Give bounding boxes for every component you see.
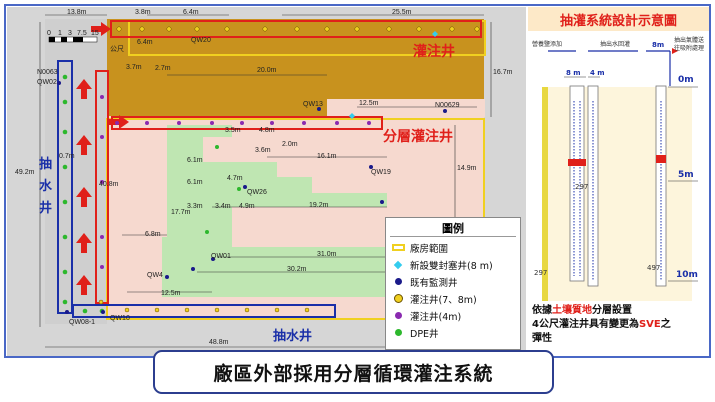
navy-dot-icon <box>394 278 402 285</box>
width-label: 8m <box>652 41 665 49</box>
scale-tick: 0 <box>47 30 51 37</box>
well-number: 497 <box>647 264 661 272</box>
dimension-label: 48.8m <box>209 339 229 346</box>
site-plan-drawing <box>39 14 492 348</box>
dimension-label: 12.5m <box>359 100 379 107</box>
dimension-label: 14.9m <box>457 165 477 172</box>
dimension-label: 3.5m <box>225 127 241 134</box>
well-id: N0063 <box>37 69 58 76</box>
well-id: QW4 <box>147 272 163 279</box>
scale-tick: 3 <box>68 30 72 37</box>
diamond-icon <box>393 260 403 269</box>
injection-wells-yellow <box>98 26 480 313</box>
page-caption: 廠區外部採用分層循環灌注系統 <box>153 350 554 394</box>
legend-title: 圖例 <box>390 220 516 237</box>
dimension-label: 6.4m <box>183 9 199 16</box>
well-section-drawing <box>542 48 698 301</box>
well-id: QW26 <box>247 189 267 196</box>
depth-label-10: 10m <box>676 270 698 280</box>
dimension-label: 12.5m <box>161 290 181 297</box>
well-id: QW13 <box>303 101 323 108</box>
dimension-label: 40.8m <box>99 181 119 188</box>
extraction-wells-label-2: 水 <box>39 179 53 194</box>
dimension-label: 4.8m <box>259 127 275 134</box>
factory-outline-swatch <box>391 244 405 251</box>
dimension-label: 3.8m <box>135 9 151 16</box>
label-gas-treatment: 抽出氣體送 往吸附處理 <box>674 37 705 52</box>
dimension-label: 6.4m <box>137 39 153 46</box>
legend-item-dpe-well: DPE井 <box>390 324 516 341</box>
width-label: 8 m <box>566 69 581 77</box>
purple-dot-icon <box>394 312 402 319</box>
dimension-label: 16.1m <box>317 153 337 160</box>
extraction-wells-label-1: 抽 <box>39 157 53 172</box>
label-water-reinjection: 抽出水回灌 <box>600 41 631 48</box>
layered-injection-wells-label: 分層灌注井 <box>383 129 453 145</box>
dimension-label: 20.0m <box>257 67 277 74</box>
scale-tick: 1 <box>58 30 62 37</box>
dimension-label: 3.7m <box>126 64 142 71</box>
new-packer-wells <box>349 31 438 119</box>
dimension-label: 3.3m <box>187 203 203 210</box>
dimension-label: 13.8m <box>67 9 87 16</box>
legend-item-injection-well-shallow: 灌注井(4m) <box>390 307 516 324</box>
flow-arrows-right <box>91 22 129 129</box>
dimension-label: 2.0m <box>282 141 298 148</box>
system-design-panel: 抽灌系統設計示意圖 營養鹽添加 抽出水回灌 <box>528 7 709 356</box>
well-id: QW08-1 <box>69 319 96 326</box>
dimension-label: 31.0m <box>317 251 337 258</box>
injection-wells-purple <box>100 95 371 269</box>
depth-label-0: 0m <box>678 75 694 85</box>
green-dot-icon <box>394 329 402 336</box>
legend-item-factory: 廠房範圍 <box>390 239 516 256</box>
extraction-well-bottom-box <box>72 304 336 318</box>
dimension-label: 19.2m <box>309 202 329 209</box>
label-nutrient-addition: 營養鹽添加 <box>532 41 563 48</box>
yellow-dot-icon <box>393 294 403 303</box>
scale-unit: 公尺 <box>110 46 124 53</box>
legend: 圖例 廠房範圍 新設雙封塞井(8 m) 既有監測井 灌注井(7、8m) 灌注井(… <box>385 217 521 350</box>
well-number: 297 <box>575 183 589 191</box>
depth-label-5: 5m <box>678 170 694 180</box>
well-id: N00629 <box>435 102 460 109</box>
scale-tick: 7.5 <box>77 30 87 37</box>
well-id: QW19 <box>371 169 391 176</box>
dimension-label: 30.2m <box>287 266 307 273</box>
legend-item-new-packer-well: 新設雙封塞井(8 m) <box>390 256 516 273</box>
well-id: QW10 <box>110 315 130 322</box>
legend-item-injection-well-deep: 灌注井(7、8m) <box>390 290 516 307</box>
dimension-label: 3.4m <box>215 203 231 210</box>
extraction-wells-bottom-label: 抽水井 <box>273 329 313 344</box>
dimension-label: 16.7m <box>493 69 513 76</box>
well-id: QW02 <box>37 79 57 86</box>
well-id: QW01 <box>211 253 231 260</box>
design-note: 依據土壤質地分層設置 4公尺灌注井具有變更為SVE之 彈性 <box>532 305 671 344</box>
panel-title: 抽灌系統設計示意圖 <box>528 7 709 31</box>
dpe-zone <box>162 125 392 297</box>
scale-tick: 15 <box>91 30 99 37</box>
dimension-label: 6.1m <box>187 157 203 164</box>
width-label: 4 m <box>590 69 605 77</box>
site-plan: 0 1 3 7.5 15 公尺 13.8m 3.8m 6.4m 25.5m 6.… <box>7 7 526 356</box>
well-number: 297 <box>534 269 548 277</box>
well-id: QW20 <box>191 37 211 44</box>
legend-item-monitoring-well: 既有監測井 <box>390 273 516 290</box>
extraction-wells-label-3: 井 <box>39 201 53 216</box>
dimension-label: 0.7m <box>59 153 75 160</box>
dimension-label: 3.6m <box>255 147 271 154</box>
dimension-label: 25.5m <box>392 9 412 16</box>
dimension-label: 6.1m <box>187 179 203 186</box>
scale-bar <box>48 36 98 43</box>
dimension-label: 2.7m <box>155 65 171 72</box>
monitoring-wells-navy <box>57 81 447 314</box>
dimension-label: 6.8m <box>145 231 161 238</box>
injection-wells-label: 灌注井 <box>413 44 455 60</box>
dpe-wells-green <box>62 74 241 314</box>
flow-arrows-up <box>76 79 92 295</box>
dimension-label: 4.9m <box>239 203 255 210</box>
dimension-label: 4.7m <box>227 175 243 182</box>
dimension-label: 49.2m <box>15 169 35 176</box>
extraction-well-vertical-box <box>57 60 73 314</box>
dimension-label: 17.7m <box>171 209 191 216</box>
